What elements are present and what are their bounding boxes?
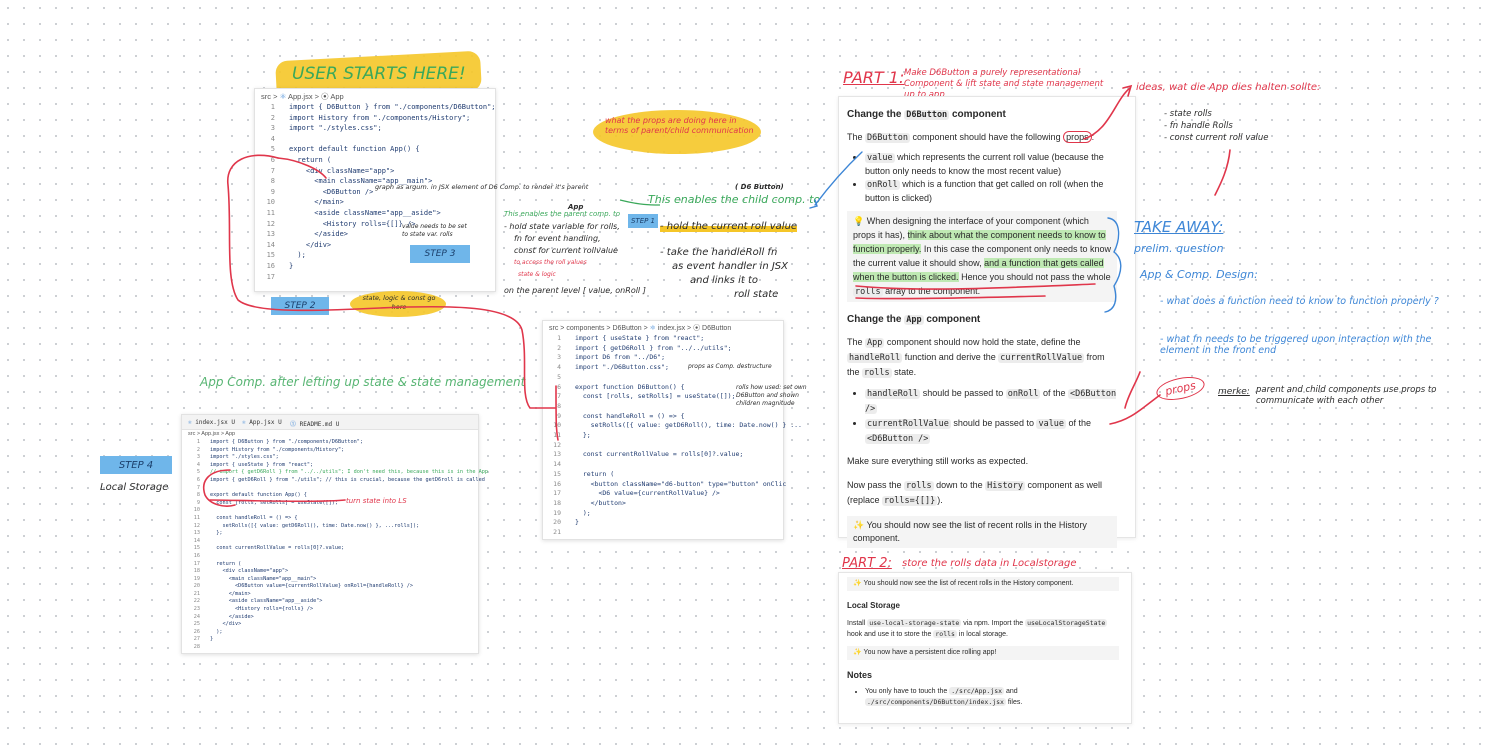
- app-label: App: [568, 203, 584, 211]
- see-list-box: ✨ You should now see the list of recent …: [847, 577, 1119, 591]
- enables-parent-note: This enables the parent comp. to: [504, 210, 621, 218]
- state-list: - state rolls - fn handle Rolls - const …: [1164, 109, 1269, 143]
- component-icon: ⦿: [321, 92, 329, 101]
- child-list: - hold the current roll value - take the…: [660, 221, 798, 300]
- app-comp-design: App & Comp. Design:: [1140, 268, 1258, 281]
- onroll-prop-item: onRoll which is a function that get call…: [865, 178, 1117, 205]
- persistent-box: ✨ You now have a persistent dice rolling…: [847, 646, 1119, 660]
- code-line: 4: [270, 134, 275, 143]
- take-away-heading: TAKE AWAY:: [1134, 218, 1224, 236]
- part1-heading: PART 1:: [843, 68, 905, 87]
- local-storage-note: Local Storage: [100, 482, 169, 493]
- graph-arg-note: graph as argum. in JSX element of D6 Com…: [375, 183, 589, 191]
- props-circle-note: props: [1154, 373, 1207, 404]
- component-icon: ⦿: [693, 325, 701, 332]
- works-text: Make sure everything still works as expe…: [847, 456, 1029, 466]
- tab-bar: ⚛ index.jsx U ⚛ App.jsx U ⓵ README.md U: [182, 415, 478, 430]
- code-line: 10 </main>: [266, 198, 344, 207]
- turn-state-note: turn state into LS: [346, 497, 407, 505]
- prelim-question: prelim. question: [1134, 242, 1224, 255]
- instructions-part2: ✨ You should now see the list of recent …: [838, 572, 1132, 724]
- state-logic-note: state, logic & const go here: [362, 294, 436, 311]
- step2-label: STEP 2: [271, 297, 329, 315]
- rolls-how-used-note: rolls how used: set own D6Button and sho…: [736, 384, 807, 407]
- notes-item: You only have to touch the ./src/App.jsx…: [865, 686, 1119, 708]
- code-line: 11 <aside className="app__aside">: [266, 208, 441, 217]
- tab-index-jsx[interactable]: ⚛ index.jsx U: [188, 419, 235, 426]
- step1-label: STEP 1: [628, 214, 658, 228]
- install-text: Install use-local-storage-state via npm.…: [847, 619, 1108, 638]
- value-needs-note: value needs to be set to state var. roll…: [402, 223, 467, 238]
- question-one: - what does a function need to know to f…: [1160, 296, 1439, 307]
- d6button-editor: src > components > D6Button > ⚛ index.js…: [542, 320, 802, 540]
- d6button-label: ( D6 Button): [735, 183, 784, 191]
- tab-app-jsx[interactable]: ⚛ App.jsx U: [242, 419, 282, 426]
- instructions-part1: Change the D6Button component The D6Butt…: [838, 96, 1136, 548]
- code-line: 17: [266, 272, 275, 281]
- notes-heading: Notes: [847, 670, 873, 680]
- change-app-heading: Change the App component: [847, 314, 981, 325]
- question-two: - what fn needs to be triggered upon int…: [1160, 334, 1432, 356]
- sparkle-icon: ✨: [853, 520, 865, 530]
- code-line: 6 return (: [270, 155, 332, 164]
- editor-breadcrumb: src > App.jsx > App: [188, 431, 236, 437]
- handleroll-item: handleRoll should be passed to onRoll of…: [865, 386, 1117, 416]
- react-icon: ⚛: [279, 92, 287, 101]
- value-prop-item: value which represents the current roll …: [865, 151, 1117, 178]
- sparkle-icon: ✨: [853, 580, 862, 587]
- props-as-comp-note: props as Comp. destructure: [688, 363, 772, 370]
- app-jsx-editor-step4: ⚛ index.jsx U ⚛ App.jsx U ⓵ README.md U …: [181, 414, 488, 654]
- merke-text: parent and child components use props to…: [1256, 385, 1437, 406]
- part1-desc: Make D6Button a purely representational …: [904, 68, 1104, 100]
- tip-box: 💡 When designing the interface of your c…: [847, 211, 1117, 302]
- props-note-highlight: [593, 110, 761, 154]
- parent-list: - hold state variable for rolls, fn for …: [504, 222, 646, 295]
- current-roll-item: currentRollValue should be passed to val…: [865, 416, 1117, 446]
- sparkle-icon: ✨: [853, 649, 862, 656]
- app-comp-after-note: App Comp. after lefting up state & state…: [200, 375, 526, 389]
- props-parent-child-note: what the props are doing here in terms o…: [605, 116, 754, 135]
- this-enables-note: This enables the child comp. to: [648, 193, 821, 206]
- editor-breadcrumb: src > components > D6Button > ⚛ index.js…: [549, 325, 732, 332]
- editor-breadcrumb: src > ⚛ App.jsx > ⦿ App: [261, 92, 344, 101]
- part2-desc: store the rolls data in Localstorage: [902, 558, 1077, 569]
- tab-readme-md[interactable]: ⓵ README.md U: [290, 421, 340, 428]
- change-d6button-heading: Change the D6Button component: [847, 109, 1006, 120]
- d6button-intro: The D6Button component should have the f…: [847, 131, 1095, 143]
- step4-label: STEP 4: [100, 456, 172, 474]
- pass-rolls-text: Now pass the rolls down to the History c…: [847, 480, 1103, 506]
- local-storage-heading: Local Storage: [847, 601, 900, 610]
- app-instructions: The App component should now hold the st…: [847, 337, 1105, 378]
- part2-heading: PART 2:: [842, 556, 892, 571]
- ideas-note: ideas, wat die App dies halten sollte:: [1136, 82, 1321, 93]
- step3-label: STEP 3: [410, 245, 470, 263]
- react-icon: ⚛: [649, 325, 656, 332]
- code-line: 7 <div className="app">: [270, 166, 395, 175]
- merke-label: merke:: [1218, 387, 1250, 397]
- see-list-box: ✨ You should now see the list of recent …: [847, 516, 1117, 548]
- lightbulb-icon: 💡: [853, 216, 865, 226]
- user-starts-here-note: USER STARTS HERE!: [292, 64, 466, 84]
